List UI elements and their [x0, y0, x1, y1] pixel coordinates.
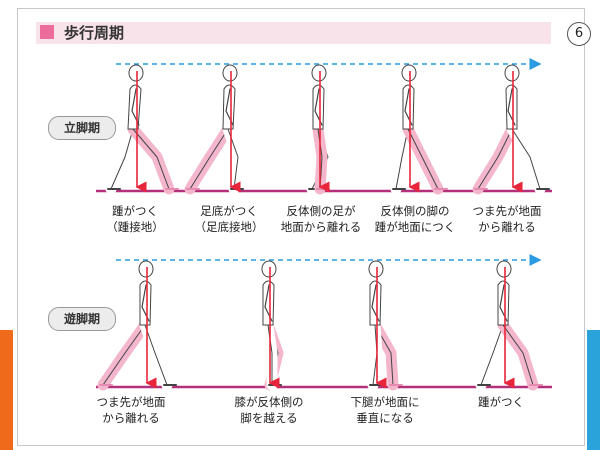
- torso: [497, 280, 510, 326]
- caption-line: 足底がつく: [200, 204, 258, 218]
- front-leg-fill: [127, 123, 175, 195]
- head: [138, 260, 154, 278]
- caption-line: から離れる: [478, 220, 536, 234]
- torso: [127, 84, 142, 130]
- stance-phase-label: 立脚期: [48, 116, 116, 140]
- caption-swing-toe-off: つま先が地面 から離れる: [76, 394, 186, 426]
- torso: [369, 280, 382, 326]
- front-leg-outline: [502, 324, 534, 386]
- walking-figure: [390, 64, 448, 195]
- caption-toe-off: つま先が地面 から離れる: [452, 203, 562, 235]
- torso: [505, 84, 518, 130]
- head: [401, 64, 417, 82]
- caption-line: 踵が地面につく: [374, 220, 456, 234]
- caption-line: 踵がつく: [478, 395, 524, 409]
- walking-figure: [475, 260, 543, 391]
- head: [261, 260, 277, 278]
- head: [368, 260, 384, 278]
- walking-figure: [105, 64, 179, 195]
- front-leg-outline: [144, 324, 168, 386]
- head: [496, 260, 512, 278]
- caption-foot-flat: 足底がつく （足底接地）: [174, 203, 284, 235]
- page-title: 歩行周期: [64, 24, 125, 42]
- caption-line: 下腿が地面に: [350, 395, 420, 409]
- swing-phase-label: 遊脚期: [48, 307, 116, 331]
- torso: [312, 84, 325, 130]
- caption-line: （踵接地）: [106, 220, 164, 234]
- front-leg-fill: [222, 123, 244, 195]
- header-band: [36, 22, 551, 44]
- header-square-marker: [40, 25, 54, 39]
- stance-phase-row: [96, 58, 552, 195]
- caption-line: 反体側の足が: [286, 204, 356, 218]
- caption-swing-heel-strike: 踵がつく: [446, 394, 556, 410]
- right-accent-bar: [587, 330, 600, 450]
- back-leg-outline: [477, 128, 513, 190]
- swing-phase-row: [96, 254, 552, 391]
- caption-opposite-heel-strike: 反体側の脚の 踵が地面につく: [360, 203, 470, 235]
- back-leg-fill: [105, 123, 139, 195]
- caption-line: （足底接地）: [194, 220, 264, 234]
- head: [311, 64, 327, 82]
- caption-line: から離れる: [102, 411, 160, 425]
- torso: [402, 84, 415, 130]
- caption-heel-strike: 踵がつく （踵接地）: [80, 203, 190, 235]
- walking-figure: [97, 260, 177, 391]
- caption-line: 地面から離れる: [280, 220, 362, 234]
- torso: [139, 280, 152, 326]
- head: [128, 64, 144, 82]
- front-leg-fill: [497, 319, 539, 391]
- caption-line: つま先が地面: [472, 204, 542, 218]
- back-leg-outline: [189, 128, 229, 190]
- slide-number: 6: [567, 22, 591, 46]
- back-leg-outline: [110, 128, 134, 190]
- caption-line: 膝が反体側の: [234, 395, 304, 409]
- left-accent-bar: [0, 330, 13, 450]
- front-leg-outline: [407, 128, 439, 190]
- caption-line: 垂直になる: [356, 411, 414, 425]
- walking-figure: [184, 64, 244, 195]
- caption-shank-vertical: 下腿が地面に 垂直になる: [330, 394, 440, 426]
- torso: [262, 280, 275, 326]
- caption-line: つま先が地面: [96, 395, 166, 409]
- back-leg-outline: [395, 128, 409, 190]
- head: [222, 64, 238, 82]
- walking-figure: [367, 260, 403, 391]
- head: [504, 64, 520, 82]
- front-leg-outline: [511, 128, 541, 190]
- torso: [222, 84, 236, 130]
- back-leg-outline: [480, 324, 504, 386]
- caption-line: 反体側の脚の: [380, 204, 450, 218]
- caption-line: 踵がつく: [112, 204, 158, 218]
- walking-figure: [261, 260, 284, 391]
- front-leg-fill: [506, 123, 546, 195]
- walking-figure: [472, 64, 550, 195]
- caption-knee-passes: 膝が反体側の 脚を越える: [214, 394, 324, 426]
- walking-figure: [306, 64, 334, 195]
- front-leg-outline: [132, 128, 170, 190]
- back-leg-outline: [102, 324, 146, 386]
- caption-line: 脚を越える: [240, 411, 298, 425]
- caption-opposite-toe-off: 反体側の足が 地面から離れる: [266, 203, 376, 235]
